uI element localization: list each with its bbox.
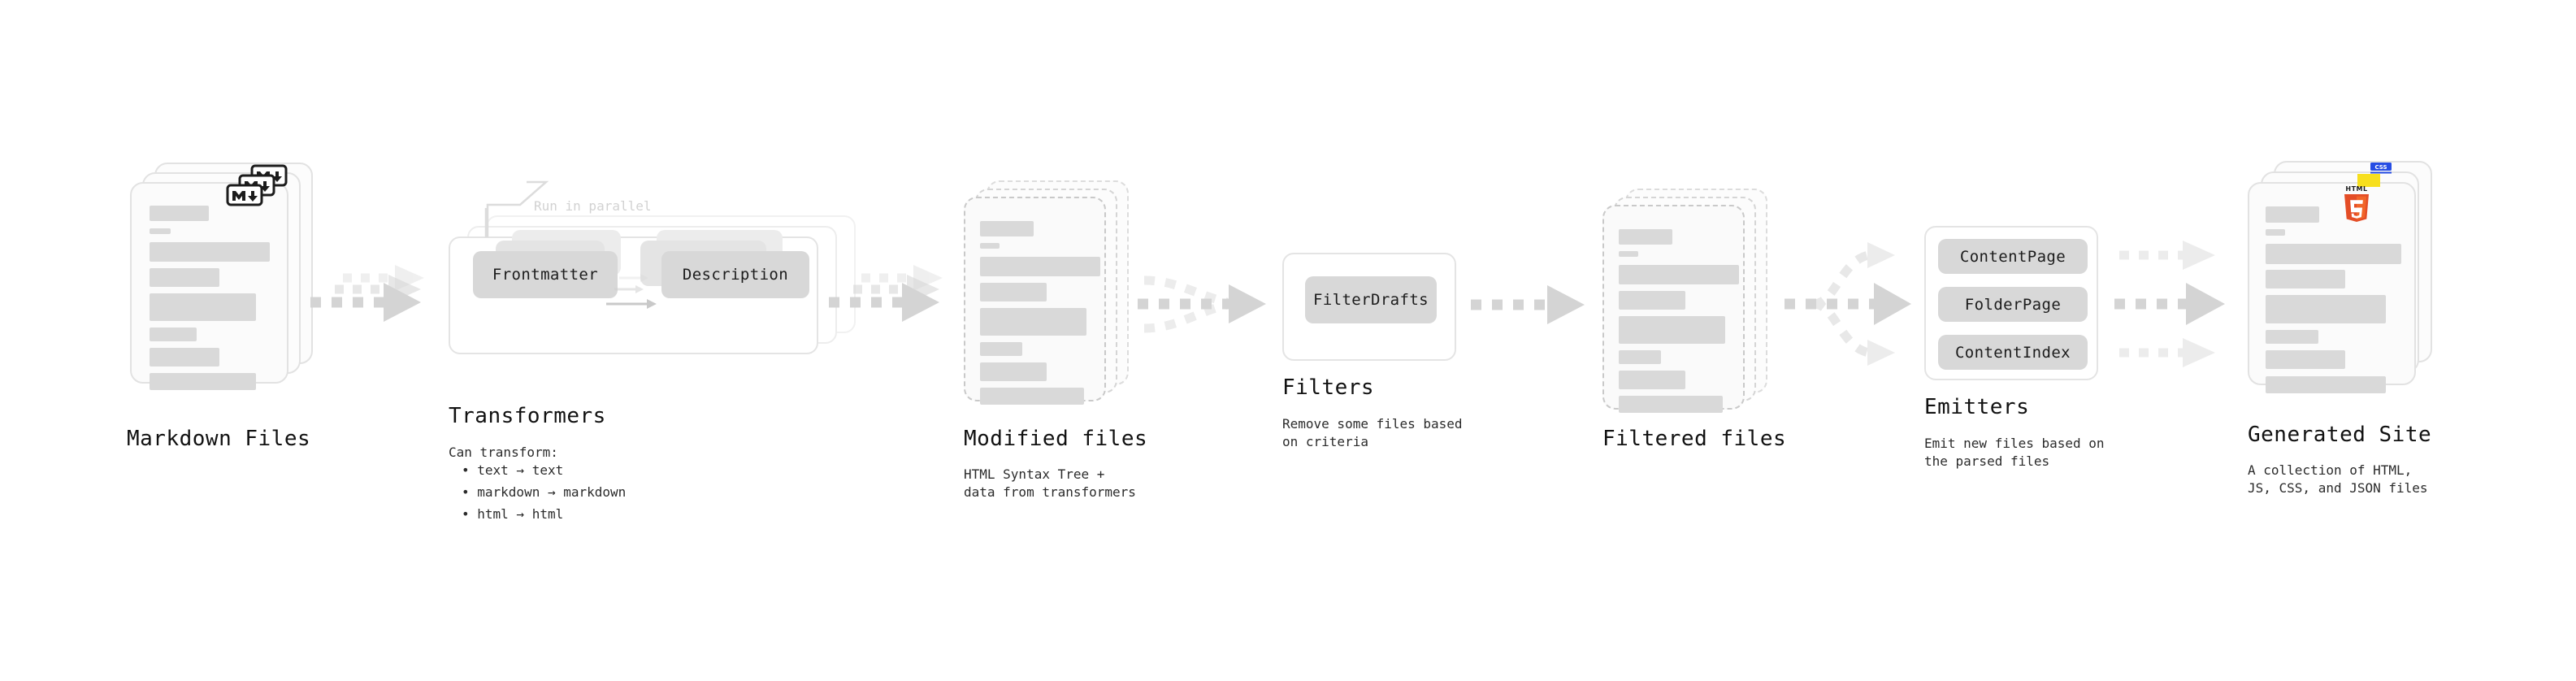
transformers-title: Transformers — [449, 404, 606, 428]
markdown-files-stack — [130, 163, 317, 390]
js-icon — [2357, 174, 2380, 187]
transformers-bullet-1: • markdown → markdown — [462, 484, 627, 500]
filtered-files-title: Filtered files — [1602, 427, 1787, 451]
arrow-emitters-to-generated — [2114, 241, 2225, 367]
modified-file-card-front — [964, 197, 1106, 405]
filters-title: Filters — [1282, 375, 1375, 400]
filters-box: FilterDrafts — [1282, 253, 1456, 361]
arrow-filters-to-filtered — [1471, 285, 1585, 324]
transformers-group: Frontmatter Description — [449, 215, 856, 362]
filtered-file-card-front — [1602, 205, 1745, 413]
transformer-chip-description[interactable]: Description — [661, 251, 809, 298]
transformers-bullet-2: • html → html — [462, 506, 564, 522]
generated-file-card-front — [2248, 182, 2416, 393]
run-in-parallel-note: Run in parallel — [534, 198, 652, 214]
emitter-chip-folderpage[interactable]: FolderPage — [1938, 287, 2088, 322]
transformers-bullet-0: • text → text — [462, 462, 564, 478]
filters-desc: Remove some files based on criteria — [1282, 416, 1463, 449]
svg-text:CSS: CSS — [2374, 164, 2387, 171]
arrow-markdown-to-transformers — [310, 265, 424, 322]
filter-chip-filterdrafts[interactable]: FilterDrafts — [1305, 276, 1437, 323]
modified-files-stack — [964, 180, 1151, 405]
arrow-modified-to-filters — [1138, 275, 1266, 333]
emitters-box: ContentPage FolderPage ContentIndex — [1924, 226, 2098, 380]
emitter-chip-contentpage[interactable]: ContentPage — [1938, 239, 2088, 274]
generated-site-stack: CSS HTML — [2248, 161, 2451, 393]
markdown-icon — [226, 184, 263, 206]
generated-site-title: Generated Site — [2248, 423, 2432, 447]
emitter-chip-contentindex[interactable]: ContentIndex — [1938, 335, 2088, 370]
transformers-desc-head: Can transform: — [449, 445, 558, 460]
transformer-chip-frontmatter[interactable]: Frontmatter — [473, 251, 618, 298]
markdown-file-card-front — [130, 182, 288, 390]
css-icon: CSS — [2370, 163, 2392, 174]
svg-text:HTML: HTML — [2345, 185, 2367, 193]
markdown-files-title: Markdown Files — [127, 427, 311, 451]
filtered-files-stack — [1602, 189, 1789, 413]
emitters-title: Emitters — [1924, 395, 2030, 419]
arrow-filtered-to-emitters — [1785, 242, 1911, 366]
modified-files-title: Modified files — [964, 427, 1148, 451]
generated-site-desc: A collection of HTML, JS, CSS, and JSON … — [2248, 462, 2428, 496]
emitters-desc: Emit new files based on the parsed files — [1924, 436, 2105, 469]
modified-files-desc: HTML Syntax Tree + data from transformer… — [964, 466, 1136, 500]
html5-icon: HTML — [2344, 185, 2369, 222]
